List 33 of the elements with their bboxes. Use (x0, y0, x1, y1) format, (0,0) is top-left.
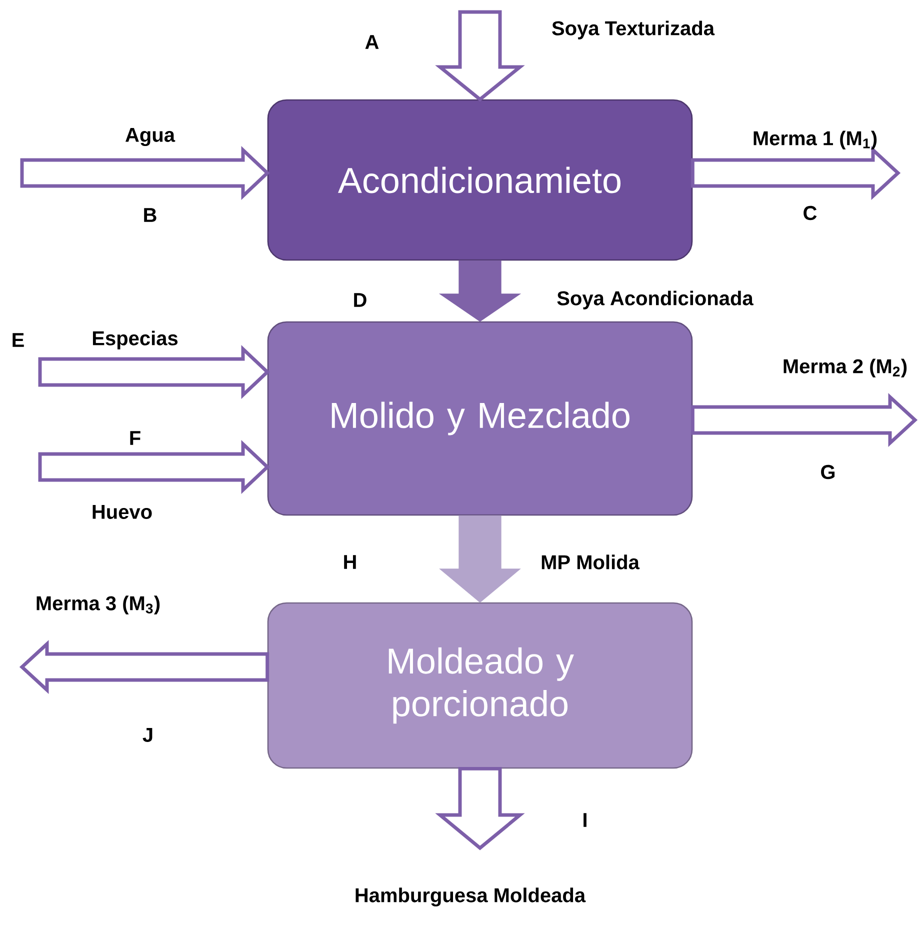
edge-label: MP Molida (542, 554, 640, 570)
letter-label: H (344, 555, 356, 569)
block-arrow (19, 640, 270, 694)
edge-label: Soya Acondicionada (557, 290, 754, 310)
edge-label: Soya Texturizada (552, 20, 715, 40)
letter-label: A (365, 35, 379, 49)
edge-label: Hamburguesa Moldeada (356, 888, 586, 906)
block-arrow (438, 260, 522, 322)
block-arrow (690, 393, 918, 447)
letter-label: F (130, 431, 140, 445)
block-arrow (435, 766, 525, 850)
block-arrow (439, 515, 521, 603)
edge-label: Merma 2 (M$_{2}$) (784, 358, 907, 378)
edge-label: Huevo (92, 505, 152, 519)
letter-label: I (584, 813, 586, 827)
edge-label: Especias (92, 330, 178, 350)
block-arrow (435, 10, 525, 102)
letter-label: G (821, 464, 835, 480)
process-box: Molido y Mezclado (267, 321, 693, 516)
edge-label: Merma 1 (M$_{1}$) (754, 130, 877, 150)
edge-label: Merma 3 (M$_{3}$) (36, 596, 160, 614)
block-arrow (38, 344, 270, 400)
edge-label: Agua (126, 128, 176, 146)
block-arrow (38, 440, 270, 494)
process-box: Acondicionamieto (267, 99, 693, 261)
block-arrow (20, 146, 270, 200)
letter-label: J (142, 728, 152, 742)
letter-label: E (12, 333, 24, 347)
letter-label: B (144, 208, 156, 222)
letter-label: C (804, 206, 817, 220)
process-box: Moldeado y porcionado (267, 602, 693, 769)
block-arrow (690, 146, 901, 200)
letter-label: D (354, 293, 366, 307)
